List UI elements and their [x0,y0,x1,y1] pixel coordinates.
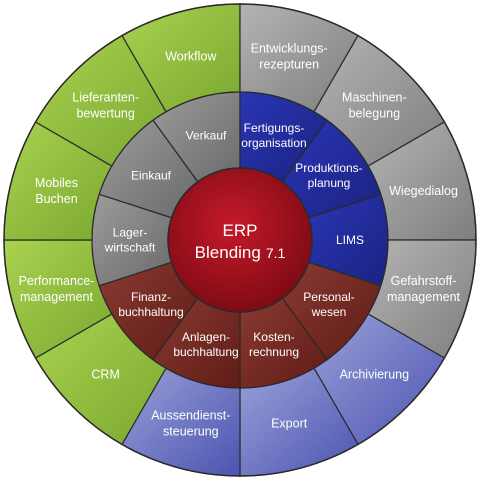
outer-label-line: CRM [91,367,119,381]
inner-label-finanzbuchhaltung: Finanz-buchhaltung [118,290,183,319]
outer-label-line: Export [271,417,308,431]
inner-label-anlagenbuchhaltung: Anlagen-buchhaltung [173,330,238,359]
inner-label-line: Finanz- [131,290,171,304]
center-version: 7.1 [266,245,286,261]
inner-label-fertigungsorganisation: Fertigungs-organisation [241,121,306,150]
outer-label-line: Workflow [165,49,217,63]
inner-label-line: wesen [311,305,347,319]
inner-label-line: Personal- [303,290,354,304]
center-product: Blending [195,243,261,262]
center-hub: ERP Blending 7.1 [167,167,313,313]
outer-label-export: Export [271,417,308,431]
outer-label-line: Aussendienst- [151,409,230,423]
inner-label-einkauf: Einkauf [131,168,172,182]
inner-label-personalwesen: Personal-wesen [303,290,354,319]
inner-ring: Verkauf Fertigungs-organisationProduktion… [91,91,389,389]
outer-label-line: Buchen [35,192,77,206]
outer-label-archivierung: Archivierung [340,367,410,381]
outer-label-line: steuerung [163,425,219,439]
outer-label-line: management [387,290,460,304]
outer-label-line: Performance- [19,274,95,288]
inner-label-line: Produktions- [295,161,362,175]
outer-label-line: Archivierung [340,367,410,381]
inner-label-verkauf: Verkauf [186,128,227,142]
outer-label-performancemanagement: Performance-management [19,274,95,304]
outer-label-line: Lieferanten- [72,91,139,105]
outer-label-line: Gefahrstoff- [391,274,457,288]
inner-label-line: buchhaltung [118,305,183,319]
center-subtitle: Blending 7.1 [195,243,286,262]
inner-label-line: Anlagen- [182,330,230,344]
inner-label-line: Kosten- [253,330,294,344]
outer-label-aussendienststeuerung: Aussendienst-steuerung [151,409,230,439]
outer-label-wiegedialog: Wiegedialog [389,184,458,198]
inner-label-kostenrechnung: Kosten-rechnung [249,330,299,359]
inner-label-line: Lager- [113,226,148,240]
inner-label-line: planung [308,176,351,190]
inner-label-line: Fertigungs- [244,121,305,135]
inner-label-line: rechnung [249,345,299,359]
outer-label-line: belegung [349,107,400,121]
outer-label-line: Wiegedialog [389,184,458,198]
wheel-border [3,3,477,477]
outer-label-line: Entwicklungs- [251,41,328,55]
inner-label-line: Einkauf [131,168,172,182]
outer-label-line: Mobiles [35,176,78,190]
inner-label-produktionsplanung: Produktions-planung [295,161,362,190]
outer-label-lieferantenbewertung: Lieferanten-bewertung [72,91,139,121]
inner-label-line: Verkauf [186,128,227,142]
outer-label-line: bewertung [76,107,134,121]
inner-label-line: buchhaltung [173,345,238,359]
outer-label-gefahrstoffmanagement: Gefahrstoff-management [387,274,460,304]
inner-label-line: wirtschaft [104,241,156,255]
inner-label-lims: LIMS [336,233,364,247]
inner-label-line: organisation [241,136,306,150]
outer-label-maschinenbelegung: Maschinen-belegung [342,91,407,121]
outer-label-line: management [20,290,93,304]
outer-label-line: Maschinen- [342,91,407,105]
outer-label-workflow: Workflow [165,49,217,63]
outer-label-line: rezepturen [259,57,319,71]
center-title: ERP [223,221,258,240]
center-circle [167,167,313,313]
inner-label-line: LIMS [336,233,364,247]
outer-label-crm: CRM [91,367,119,381]
outer-label-entwicklungsrezepturen: Entwicklungs-rezepturen [251,41,328,71]
inner-label-lagerwirtschaft: Lager-wirtschaft [104,226,156,255]
